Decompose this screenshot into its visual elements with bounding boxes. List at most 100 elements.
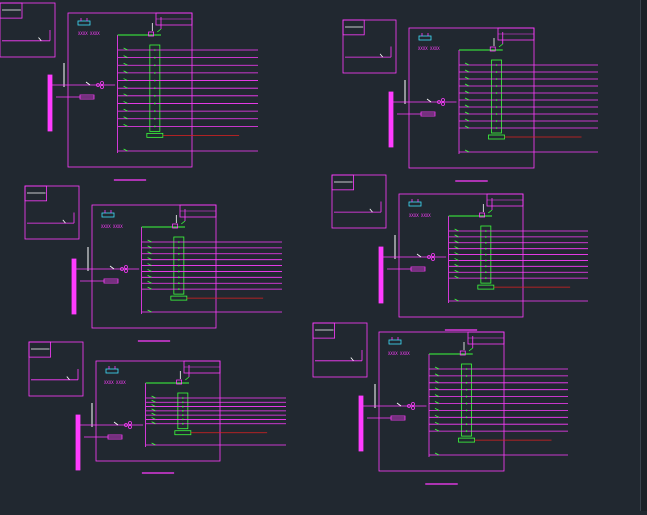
busbar-node [495, 64, 498, 66]
busbar-node [182, 401, 184, 404]
busbar-node [154, 49, 156, 51]
circuit-breaker-symbol [454, 246, 459, 250]
circuit-breaker-symbol [464, 90, 470, 94]
meter-header-box [28, 341, 52, 358]
breaker-symbol [124, 269, 128, 273]
meter-box [28, 341, 84, 397]
busbar-node [154, 95, 156, 97]
busbar-node [465, 368, 468, 370]
panel-3-label: XXXX XXXX [101, 224, 123, 229]
circuit-breaker-symbol [434, 452, 440, 456]
busbar-node [154, 102, 156, 105]
busbar-node [465, 430, 468, 432]
circuit-breaker-symbol [123, 78, 128, 81]
busbar-node [182, 418, 184, 421]
circuit-breaker-symbol [151, 395, 156, 399]
resistor-symbol [410, 266, 426, 272]
circuit-breaker-symbol [151, 442, 156, 446]
green-terminal [170, 295, 188, 301]
circuit-breaker-symbol [434, 414, 440, 418]
meter-switch [66, 376, 70, 381]
busbar-node [495, 85, 498, 87]
circuit-breaker-symbol [147, 239, 152, 243]
busbar-node [465, 375, 468, 377]
busbar-node [495, 106, 498, 108]
feeder-switch [85, 81, 91, 86]
breaker-symbol [427, 255, 431, 259]
circuit-breaker-symbol [434, 421, 440, 425]
circuit-breaker-symbol [464, 125, 470, 129]
vertical-scrollbar[interactable] [640, 0, 647, 511]
busbar-node [485, 271, 487, 274]
green-terminal [146, 132, 164, 138]
circuit-breaker-symbol [151, 404, 156, 407]
busbar-node [485, 277, 487, 279]
circuit-breaker-symbol [147, 257, 152, 261]
meter-switch [62, 219, 66, 224]
distribution-board-enclosure [408, 27, 535, 169]
cyan-meter-symbol [101, 212, 115, 218]
busbar-thick [378, 246, 384, 304]
main-breaker [148, 31, 155, 37]
busbar-node [154, 56, 156, 59]
resistor-symbol [107, 434, 123, 440]
circuit-breaker-symbol [454, 269, 459, 273]
meter-switch [350, 357, 354, 362]
circuit-breaker-symbol [123, 148, 128, 152]
breaker-symbol [96, 83, 100, 87]
busbar-thick [358, 395, 364, 452]
breaker-symbol [100, 85, 104, 89]
meter-box [0, 2, 56, 58]
main-breaker [479, 212, 486, 218]
circuit-breaker-symbol [464, 111, 470, 115]
busbar-node [178, 282, 180, 285]
circuit-breaker-symbol [454, 275, 459, 279]
breaker-symbol [124, 423, 128, 427]
circuit-breaker-symbol [454, 240, 459, 244]
breaker-symbol [120, 267, 124, 271]
main-switch [488, 209, 493, 214]
circuit-breaker-symbol [454, 263, 459, 267]
busbar-node [495, 92, 498, 94]
resistor-symbol [103, 278, 119, 284]
circuit-breaker-symbol [147, 280, 152, 284]
panel-6-label: XXXX XXXX [388, 351, 410, 356]
distribution-board-enclosure [91, 204, 217, 329]
circuit-breaker-symbol [464, 76, 470, 80]
circuit-breaker-symbol [123, 85, 128, 89]
busbar-node [465, 423, 468, 426]
breaker-symbol [124, 265, 128, 269]
busbar-node [465, 409, 468, 412]
busbar-node [465, 382, 468, 384]
breaker-symbol [128, 425, 132, 429]
green-terminal [458, 437, 475, 443]
busbar-node [465, 388, 468, 391]
panel-2-label: XXXX XXXX [418, 46, 440, 51]
circuit-breaker-symbol [151, 408, 156, 412]
green-terminal [488, 134, 505, 140]
breaker-symbol [437, 100, 441, 104]
meter-switch [38, 37, 42, 42]
circuit-breaker-symbol [123, 124, 128, 127]
main-breaker [176, 379, 183, 385]
meter-header-box [342, 19, 365, 36]
busbar-node [154, 72, 156, 74]
distribution-board-enclosure [398, 193, 524, 318]
busbar-node [485, 241, 487, 244]
circuit-breaker-symbol [454, 228, 459, 232]
circuit-breaker-symbol [454, 258, 459, 261]
main-switch [468, 347, 473, 352]
circuit-breaker-symbol [434, 373, 440, 377]
main-switch [498, 43, 503, 48]
panel-1-label: XXXX XXXX [78, 31, 100, 36]
circuit-breaker-symbol [464, 118, 470, 122]
busbar-node [485, 265, 487, 268]
busbar-node [178, 241, 180, 243]
circuit-breaker-symbol [454, 252, 459, 255]
circuit-breaker-symbol [464, 69, 470, 73]
busbar-node [154, 110, 156, 112]
busbar-node [485, 247, 487, 250]
circuit-breaker-symbol [147, 269, 152, 272]
circuit-breaker-symbol [151, 412, 156, 416]
